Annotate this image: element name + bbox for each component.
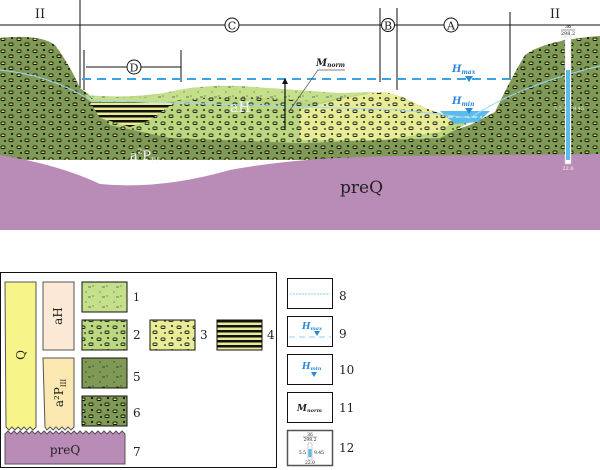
- legend-swatch-4: [216, 319, 263, 351]
- legend-number-5: 5: [133, 370, 141, 384]
- legend-number-7: 7: [133, 445, 141, 459]
- zone-label-d: D: [130, 62, 139, 75]
- well-depth: 22.0: [562, 166, 573, 172]
- triangle-marker-icon: [314, 331, 320, 336]
- well-elevation: 298.2: [561, 31, 575, 37]
- legend-well-elevation: 298.2: [304, 437, 317, 443]
- leader-line: [289, 69, 345, 111]
- legend-swatch-10: [287, 354, 333, 385]
- legend-number-9: 9: [339, 327, 347, 341]
- legend-preq-swatch: [4, 430, 126, 465]
- zone-marker-d: D: [126, 59, 142, 75]
- legend-number-2: 2: [133, 328, 141, 342]
- label-preq: preQ: [340, 178, 383, 198]
- zone-label-b: B: [384, 20, 392, 33]
- legend-preq-label: preQ: [50, 443, 81, 457]
- zone-marker-a: A: [443, 17, 459, 33]
- zone-label-a: A: [446, 20, 456, 33]
- legend-ah-column: [42, 281, 75, 351]
- groundwater-line: [0, 65, 600, 119]
- legend-swatch-2: [81, 319, 128, 351]
- layer-ah-sand: [85, 85, 380, 103]
- legend-swatch-11: [287, 392, 333, 423]
- zone-label-left-ii: II: [35, 7, 45, 22]
- legend-hmin-label: Hmin: [301, 362, 322, 372]
- legend-well-number: 36: [307, 432, 313, 438]
- layer-yellow-pebbles: [300, 92, 455, 140]
- label-ah: aH: [230, 100, 251, 116]
- triangle-marker-icon: [465, 108, 473, 114]
- lens-clay: [90, 102, 175, 127]
- triangle-marker-icon: [311, 372, 317, 377]
- legend-swatch-1: [81, 281, 128, 313]
- label-a2p3: a2PIII: [130, 148, 160, 165]
- hmin-label: Hmin: [451, 96, 474, 108]
- legend-q-column: [4, 281, 37, 431]
- legend-stratigraphy: Q aH a²PIII preQ: [4, 281, 126, 465]
- legend-mnorm-label: Mnorm: [296, 404, 322, 414]
- legend-well-depth: 22.0: [305, 460, 315, 466]
- legend-swatch-5: [81, 357, 128, 389]
- well-level-left: 5.5: [554, 106, 562, 112]
- legend-number-4: 4: [267, 328, 275, 342]
- legend-number-6: 6: [133, 406, 141, 420]
- zone-marker-c: C: [224, 17, 240, 33]
- well-number: 36: [565, 24, 571, 30]
- mnorm-label: Mnorm: [315, 58, 345, 69]
- well: 36 298.2 5.5 9.45 22.0: [554, 24, 584, 172]
- zone-label-right-ii: II: [550, 7, 560, 22]
- zone-marker-b: B: [381, 18, 395, 33]
- legend-number-8: 8: [339, 289, 347, 303]
- legend-number-12: 12: [339, 441, 354, 455]
- legend-number-10: 10: [339, 363, 354, 377]
- legend-well-level-left: 5.5: [299, 450, 306, 456]
- zone-dimension-line: [0, 0, 600, 90]
- well-level-right: 9.45: [573, 106, 584, 112]
- legend-swatch-9: [287, 316, 333, 347]
- legend-number-1: 1: [133, 291, 140, 304]
- legend-ap-column: [42, 357, 75, 431]
- triangle-marker-icon: [465, 76, 473, 82]
- legend-q-label: Q: [14, 350, 28, 360]
- hmax-label: Hmax: [451, 64, 476, 76]
- legend-number-3: 3: [200, 328, 208, 342]
- legend-well-sample: 36 298.2 5.5 9.45 22.0: [299, 432, 324, 466]
- legend-ah-label: aH: [51, 307, 65, 325]
- hmin-marker: Hmin: [451, 96, 474, 114]
- zone-label-c: C: [228, 20, 236, 33]
- legend-swatch-6: [81, 395, 128, 427]
- legend-number-11: 11: [339, 401, 354, 415]
- legend-swatch-3: [149, 319, 196, 351]
- legend-well-level-right: 9.45: [314, 450, 324, 456]
- legend-ap-label: a²PIII: [52, 379, 68, 408]
- arrowhead-icon: [282, 78, 288, 84]
- layer-preq: [0, 154, 600, 230]
- hmax-marker: Hmax: [451, 64, 476, 82]
- legend-hmax-label: Hmax: [301, 322, 323, 332]
